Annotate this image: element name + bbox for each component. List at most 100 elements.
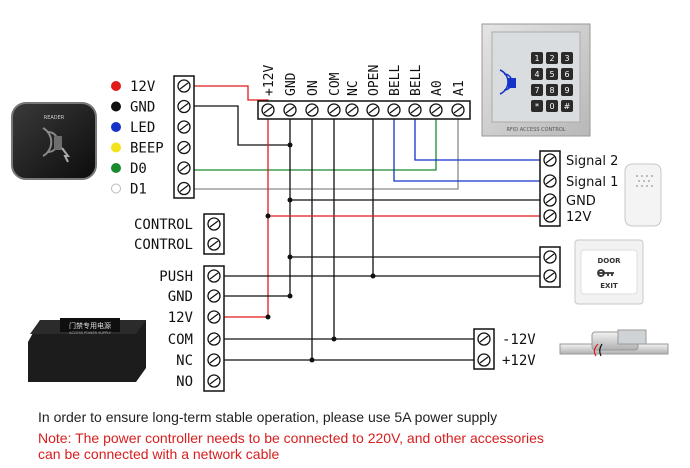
controller-terminal-label: NC [346,80,361,96]
junctions [265,142,376,363]
power-terminal-screw [207,310,221,324]
power-terminal-screw [207,269,221,283]
controller-terminal-label: BELL [409,65,424,96]
reader-color-dot [111,163,121,173]
exit-terminal-screw [543,269,557,283]
reader-color-dot [111,142,121,153]
controller-terminal-screw [327,103,341,117]
reader-terminal-screw [177,181,191,196]
keypad-key: 5 [546,68,558,80]
controller-terminal-label: A1 [452,80,467,96]
svg-text:3: 3 [564,54,569,63]
exit-button-device: DOOR EXIT [574,239,644,305]
reader-color-dot [111,122,121,132]
junction-dot [370,273,376,279]
reader-terminal-label: D0 [130,161,147,177]
power-terminal-block: PUSH GND 12V COM NC NO [159,265,225,392]
controller-terminal-screw [305,103,319,117]
keypad-key: 9 [561,84,573,96]
controller-terminal-screw [345,103,359,117]
lock-terminal-block: -12V+12V [473,328,536,370]
junction-dot [265,314,271,320]
lock-terminal-screw [477,332,491,346]
power-terminal-screw [207,374,221,388]
svg-text:7: 7 [534,86,539,95]
controller-terminal-label: A0 [430,80,445,96]
power-brand-text: 门禁专用电源 [69,321,111,330]
wire-bell-2 [414,118,548,161]
keypad-key: 2 [546,52,558,64]
reader-terminal-screw [177,140,191,155]
power-supply-device: 门禁专用电源 ACCESS POWER SUPPLY [28,318,146,382]
lock-terminal-label: +12V [502,353,536,369]
card-reader: READER [11,102,97,180]
reader-terminal-screw [177,161,191,175]
svg-text:4: 4 [534,70,539,79]
junction-dot [287,254,293,260]
control-terminal-screw [207,217,221,231]
keypad-key: 0 [546,100,558,112]
controller-terminal-label: COM [328,72,343,96]
reader-terminal-label: LED [130,120,155,136]
wire-ctrl-open [372,118,548,277]
wire-reader-gnd [193,105,290,146]
svg-text:#: # [564,102,571,111]
electric-lock-device [559,329,669,357]
keypad-key: 8 [546,84,558,96]
svg-text:2: 2 [549,54,554,63]
reader-terminal-label: GND [130,100,155,116]
reader-terminal-block [173,75,195,199]
controller-terminal-label: ON [306,80,321,96]
controller-terminal-label: OPEN [367,65,382,96]
power-terminal-label: NC [176,353,193,369]
power-terminal-screw [207,353,221,367]
power-terminal-label: GND [168,289,193,305]
svg-text:8: 8 [549,86,554,95]
controller-terminal-screw [451,103,465,117]
reader-terminal-label: BEEP [130,141,164,157]
doorbell-terminal-screw [543,209,557,223]
reader-terminal-label: D1 [130,182,147,198]
controller-terminal-label: BELL [388,65,403,96]
controller-terminal-label: GND [284,72,299,96]
junction-dot [287,142,293,148]
reader-terminal-label: 12V [130,79,156,95]
doorbell-terminal-screw [543,174,557,188]
control-terminal-label: CONTROL [134,237,193,253]
junction-dot [287,293,293,299]
reader-logo: READER [44,115,65,121]
controller-terminal-screw [261,103,275,117]
control-terminal-screw [207,237,221,251]
control-terminal-label: CONTROL [134,217,193,233]
wire-reader-d1 [193,118,459,190]
control-terminal-block: CONTROL CONTROL [134,213,225,255]
svg-text:9: 9 [564,86,569,95]
power-terminal-label: 12V [168,310,194,326]
power-terminal-label: COM [168,332,193,348]
power-terminal-screw [207,289,221,303]
svg-text:*: * [535,102,539,111]
reader-color-dot [111,81,121,91]
doorbell-device [624,163,662,227]
power-terminal-label: PUSH [159,269,193,285]
doorbell-terminal-screw [543,153,557,167]
reader-color-dot [111,101,121,112]
keypad-key: 7 [531,84,543,96]
doorbell-terminal-label: Signal 1 [566,175,618,190]
power-terminal-label: NO [176,374,193,390]
wire-reader-d0 [193,118,437,171]
keypad-key: * [531,100,543,112]
doorbell-terminal-label: GND [566,194,596,209]
junction-dot [265,213,271,219]
reader-terminal-screw [177,120,191,134]
power-sub-text: ACCESS POWER SUPPLY [69,331,112,335]
doorbell-terminal-label: Signal 2 [566,154,618,169]
svg-text:5: 5 [549,70,554,79]
junction-dot [331,336,337,342]
controller-terminal-screw [387,103,401,117]
reader-color-dot [111,183,121,194]
